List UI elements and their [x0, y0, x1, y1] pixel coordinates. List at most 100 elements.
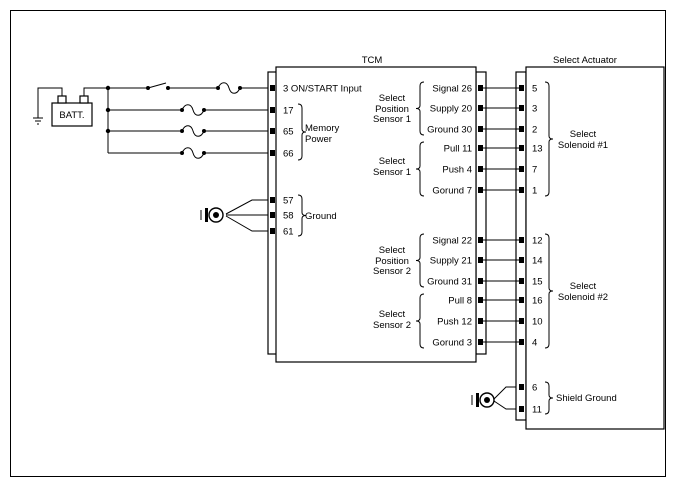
tcm-sensor-pin	[478, 339, 483, 345]
actuator-connector	[515, 71, 527, 421]
actuator-title: Select Actuator	[553, 55, 617, 66]
tcm-sensor-pin-label: Signal 22	[432, 236, 472, 247]
tcm-sensor-pin	[478, 105, 483, 111]
fuse-icon	[181, 147, 205, 159]
tcm-sensor-pin	[478, 278, 483, 284]
actuator-pin-number: 14	[532, 256, 543, 267]
ground-label: Ground	[305, 211, 337, 222]
tcm-right-connector	[475, 71, 487, 355]
tcm-pin-label: 66	[283, 149, 294, 160]
tcm-sensor-pin	[478, 145, 483, 151]
tcm-sensor-pin	[478, 126, 483, 132]
ignition-switch-icon	[147, 82, 167, 89]
tcm-pin-label: 58	[283, 211, 294, 222]
sensor-title: Sensor 2	[373, 266, 411, 277]
sensor-title: Sensor 1	[373, 167, 411, 178]
shield-brace	[544, 381, 554, 415]
tcm-sensor-pin	[478, 166, 483, 172]
shield-ground-label: Shield Ground	[556, 393, 617, 404]
solenoid1-brace	[544, 81, 554, 197]
battery-box	[51, 102, 93, 127]
actuator-pin-16	[519, 297, 524, 303]
battery-positive-terminal	[79, 95, 89, 104]
actuator-pin-number: 11	[532, 405, 542, 416]
tcm-pin-65	[270, 128, 275, 134]
ground-eyelet-icon	[200, 207, 224, 223]
ground-wire-57	[225, 199, 268, 215]
memory-power-label: Power	[305, 134, 332, 145]
sensor-title: Select	[379, 93, 406, 104]
tcm-pin-label: 3 ON/START Input	[283, 84, 362, 95]
tcm-pin-label: 17	[283, 106, 294, 117]
actuator-pin-number: 4	[532, 338, 537, 349]
tcm-pin-66	[270, 150, 275, 156]
sensor-title: Select	[379, 309, 406, 320]
sensor-title: Select	[379, 245, 406, 256]
memory-power-label: Memory	[305, 123, 340, 134]
tcm-sensor-pin-label: Supply 21	[430, 256, 472, 267]
solenoid2-label: Solenoid #2	[558, 292, 608, 303]
tcm-sensor-pin	[478, 318, 483, 324]
tcm-sensor-pin	[478, 297, 483, 303]
actuator-pin-14	[519, 257, 524, 263]
tcm-pin-17	[270, 107, 275, 113]
battery-positive-wire	[83, 87, 108, 96]
tcm-sensor-pin-label: Supply 20	[430, 104, 472, 115]
tcm-pin-58	[270, 212, 275, 218]
sensor-title: Sensor 1	[373, 114, 411, 125]
battery-label: BATT.	[59, 110, 84, 121]
solenoid2-brace	[544, 233, 554, 349]
memory-fuse-row	[108, 125, 268, 137]
solenoid1-label: Select	[570, 129, 597, 140]
battery-negative-terminal	[57, 95, 67, 104]
tcm-sensor-pin-label: Gorund 3	[432, 338, 472, 349]
actuator-pin-number: 16	[532, 296, 543, 307]
tcm-sensor-pin-label: Gorund 7	[432, 186, 472, 197]
tcm-pin-57	[270, 197, 275, 203]
actuator-pin-number: 6	[532, 383, 537, 394]
actuator-pin-2	[519, 126, 524, 132]
tcm-sensor-pin-label: Push 12	[437, 317, 472, 328]
chassis-ground-icon	[33, 117, 43, 125]
tcm-pin-61	[270, 228, 275, 234]
tcm-sensor-pin-label: Push 4	[442, 165, 472, 176]
tcm-sensor-pin	[478, 85, 483, 91]
actuator-pin-number: 13	[532, 144, 543, 155]
actuator-pin-13	[519, 145, 524, 151]
tcm-sensor-pin-label: Ground 31	[427, 277, 472, 288]
actuator-pin-10	[519, 318, 524, 324]
sensor-brace	[415, 293, 425, 349]
diagram-frame	[10, 10, 666, 477]
battery-ground-wire	[37, 87, 63, 118]
actuator-pin-3	[519, 105, 524, 111]
actuator-pin-4	[519, 339, 524, 345]
actuator-shield-pin-11	[519, 406, 524, 412]
actuator-pin-5	[519, 85, 524, 91]
solenoid1-label: Solenoid #1	[558, 140, 608, 151]
actuator-pin-1	[519, 187, 524, 193]
actuator-pin-number: 2	[532, 125, 537, 136]
tcm-sensor-pin	[478, 237, 483, 243]
sensor-title: Position	[375, 256, 409, 267]
tcm-pin-label: 61	[283, 227, 294, 238]
tcm-box	[275, 66, 477, 363]
actuator-pin-7	[519, 166, 524, 172]
tcm-title: TCM	[362, 55, 383, 66]
ground-brace	[297, 194, 307, 237]
sensor-title: Sensor 2	[373, 320, 411, 331]
actuator-pin-number: 5	[532, 84, 537, 95]
actuator-pin-number: 10	[532, 317, 543, 328]
actuator-pin-number: 15	[532, 277, 543, 288]
actuator-pin-number: 1	[532, 186, 537, 197]
tcm-sensor-pin	[478, 257, 483, 263]
memory-fuse-row	[108, 104, 268, 116]
memory-power-brace	[297, 103, 307, 161]
tcm-sensor-pin-label: Pull 8	[448, 296, 472, 307]
tcm-pin-label: 65	[283, 127, 294, 138]
actuator-pin-number: 7	[532, 165, 537, 176]
actuator-box	[525, 66, 665, 430]
fuse-icon	[217, 82, 241, 94]
